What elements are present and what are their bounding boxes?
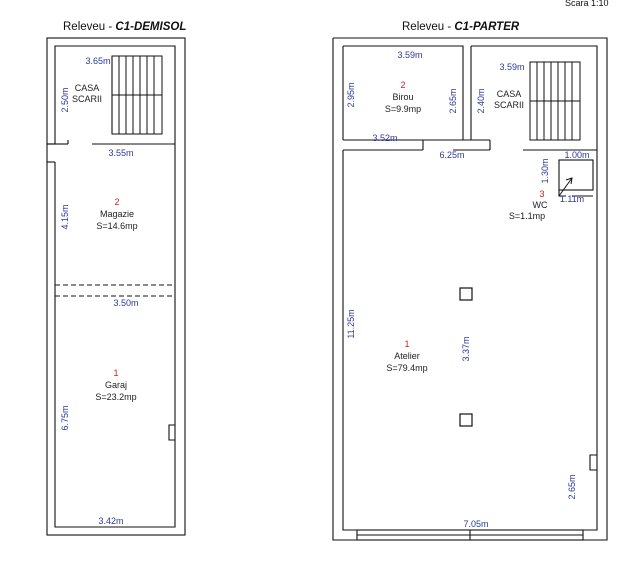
room-number: 3 <box>539 189 544 199</box>
pillar <box>459 287 473 301</box>
dimension-label: 6.75m <box>60 405 70 430</box>
room-label-casa-scarii-2: SCARII <box>494 100 524 110</box>
dimension-label: 2.65m <box>567 474 577 499</box>
dashed-division-demisol <box>55 284 175 297</box>
dimension-label: 4.15m <box>60 204 70 229</box>
room-label-garaj: Garaj <box>105 380 127 390</box>
room-area-magazie: S=14.6mp <box>96 221 137 231</box>
room-label-casa-scarii-2: SCARII <box>72 94 102 104</box>
dimension-label: 3.42m <box>98 516 123 526</box>
plan-demisol: Releveu - C1-DEMISOL <box>46 21 186 536</box>
room-number: 2 <box>114 197 119 207</box>
dimension-label: 1.00m <box>564 150 589 160</box>
room-area-birou: S=9.9mp <box>385 104 421 114</box>
dimension-label: 3.55m <box>108 148 133 158</box>
dimension-label: 3.65m <box>85 56 110 66</box>
wc-door-arrow <box>558 177 573 197</box>
dimension-label: 2.40m <box>476 88 486 113</box>
room-label-birou: Birou <box>392 92 413 102</box>
stairs-parter <box>529 61 581 141</box>
dimension-label: 3.37m <box>461 336 471 361</box>
dimension-label: 3.59m <box>499 62 524 72</box>
dimension-label: 2.95m <box>346 82 356 107</box>
room-label-wc: WC <box>533 200 548 210</box>
room-area-atelier: S=79.4mp <box>386 363 427 373</box>
dimension-label: 3.50m <box>113 298 138 308</box>
scale-label: Scara 1:10 <box>565 0 609 8</box>
plan-title-parter: Releveu - C1-PARTER <box>402 21 520 33</box>
room-label-casa-scarii: CASA <box>75 83 100 93</box>
room-area-wc: S=1.1mp <box>509 211 545 221</box>
dimension-label: 3.59m <box>397 50 422 60</box>
room-area-garaj: S=23.2mp <box>95 392 136 402</box>
dimension-label: 2.50m <box>60 87 70 112</box>
room-number: 2 <box>400 80 405 90</box>
dimension-label: 2.65m <box>448 88 458 113</box>
dimension-label: 1.11m <box>560 194 584 204</box>
room-label-casa-scarii: CASA <box>497 89 522 99</box>
room-label-atelier: Atelier <box>394 351 420 361</box>
room-number: 1 <box>113 368 118 378</box>
walls-demisol <box>46 37 186 536</box>
dimension-label: 6.25m <box>439 150 464 160</box>
dimension-label: 7.05m <box>463 519 488 529</box>
plan-title-demisol: Releveu - C1-DEMISOL <box>63 21 186 33</box>
walls-parter <box>332 37 608 541</box>
room-label-magazie: Magazie <box>100 209 134 219</box>
dimension-label: 11.25m <box>346 309 356 338</box>
pillar <box>459 413 473 427</box>
room-number: 1 <box>404 339 409 349</box>
plan-parter: Releveu - C1-PARTER <box>332 21 608 541</box>
dimension-label: 1.30m <box>540 158 550 183</box>
dimension-label: 3.52m <box>372 133 397 143</box>
stairs-demisol <box>111 55 163 135</box>
